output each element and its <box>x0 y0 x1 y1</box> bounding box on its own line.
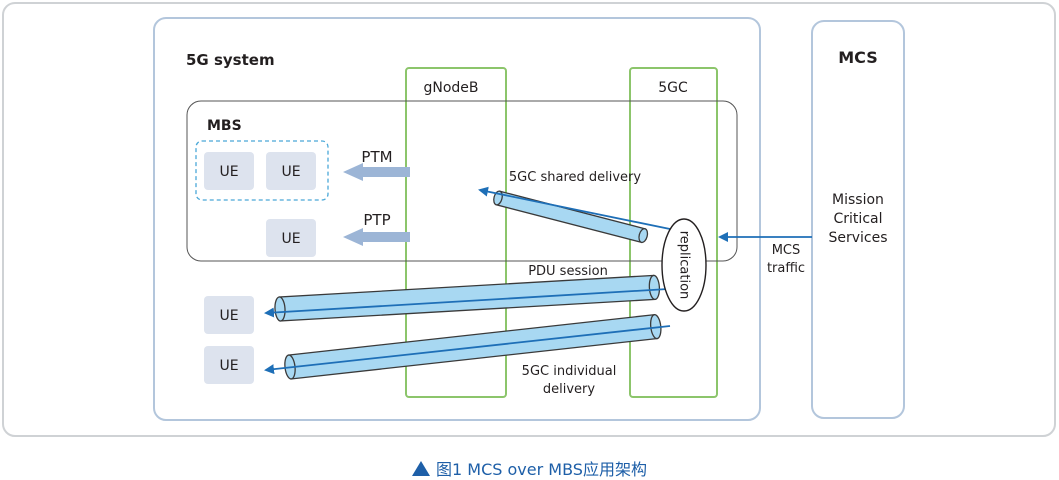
mcs-traffic-label-line-2: traffic <box>767 261 805 276</box>
mbs-title: MBS <box>207 118 242 134</box>
mcs-services-line-2: Critical <box>834 211 883 227</box>
5g-system-box <box>153 17 761 421</box>
figure-caption: 图1 MCS over MBS应用架构 <box>0 456 1059 480</box>
individual-delivery-label-line-2: delivery <box>543 382 596 397</box>
ptp-label: PTP <box>363 211 390 229</box>
ue-label-lower-1: UE <box>219 308 238 324</box>
5gc-label: 5GC <box>658 80 688 96</box>
ptm-arrow <box>343 163 410 181</box>
shared-delivery-tube <box>493 190 649 244</box>
triangle-icon <box>412 461 431 476</box>
caption-text: 图1 MCS over MBS应用架构 <box>436 460 647 479</box>
mcs-services-line-1: Mission <box>832 192 884 208</box>
mcs-title: MCS <box>838 48 877 67</box>
ue-label-lower-2: UE <box>219 358 238 374</box>
ptm-label: PTM <box>361 148 392 166</box>
mbs-box <box>186 100 738 262</box>
ue-box-group-2 <box>266 152 316 190</box>
ue-label-group-2: UE <box>281 164 300 180</box>
individual-delivery-label-line-1: 5GC individual <box>522 364 617 379</box>
ue-box-ptp <box>266 219 316 257</box>
mcs-box <box>811 20 905 419</box>
gnodeb-label: gNodeB <box>423 80 478 96</box>
ue-box-group-1 <box>204 152 254 190</box>
ue-label-ptp: UE <box>281 231 300 247</box>
ue-box-lower-1 <box>204 296 254 334</box>
ptp-arrow <box>343 228 410 246</box>
ue-label-group-1: UE <box>219 164 238 180</box>
ue-group-dashed <box>195 140 329 201</box>
shared-delivery-flow-line <box>478 186 671 230</box>
mcs-services-line-3: Services <box>828 230 887 246</box>
shared-delivery-label: 5GC shared delivery <box>509 170 641 185</box>
ue-box-lower-2 <box>204 346 254 384</box>
replication-node <box>661 218 707 312</box>
individual-delivery-flow-line <box>264 325 671 375</box>
mcs-traffic-label-line-1: MCS <box>772 243 801 258</box>
pdu-session-label: PDU session <box>528 264 608 279</box>
replication-label: replication <box>677 231 692 300</box>
5g-system-title: 5G system <box>186 51 275 69</box>
pdu-session-tube <box>274 274 661 322</box>
pdu-session-flow-line <box>264 288 669 318</box>
outer-frame <box>2 2 1056 437</box>
